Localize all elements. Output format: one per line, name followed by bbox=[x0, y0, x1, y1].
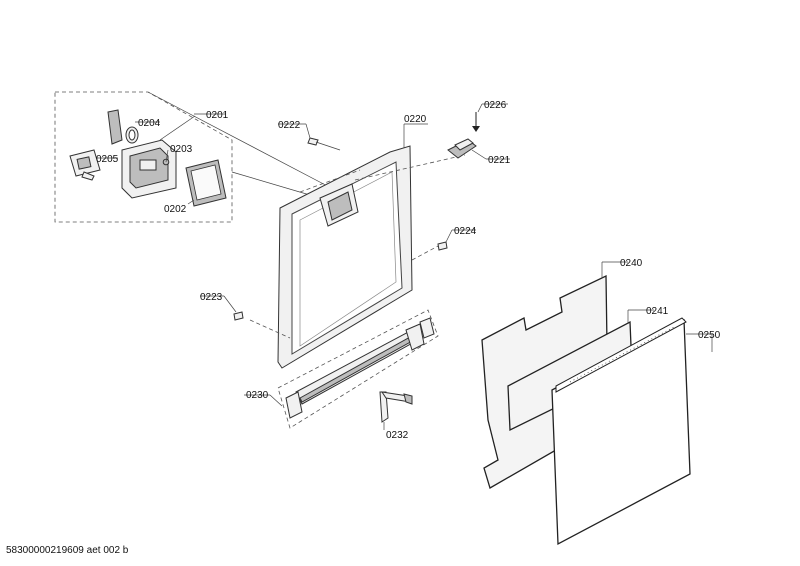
detail-inset bbox=[54, 91, 336, 223]
latch-0221 bbox=[447, 138, 477, 159]
arrow-0226 bbox=[472, 112, 480, 132]
bracket-0232 bbox=[379, 391, 413, 423]
drawing-reference-code: 58300000219609 aet 002 b bbox=[6, 545, 129, 556]
label-0226: 0226 bbox=[484, 100, 507, 111]
label-0203: 0203 bbox=[170, 144, 193, 155]
part-labels: 0201 0204 0203 0205 0202 0222 0220 0226 … bbox=[96, 100, 721, 441]
label-0232: 0232 bbox=[386, 430, 409, 441]
screw-0223 bbox=[233, 311, 244, 321]
label-0250: 0250 bbox=[698, 330, 721, 341]
label-0223: 0223 bbox=[200, 292, 223, 303]
label-0205: 0205 bbox=[96, 154, 119, 165]
label-0224: 0224 bbox=[454, 226, 477, 237]
knob-0204 bbox=[107, 109, 139, 145]
label-0240: 0240 bbox=[620, 258, 643, 269]
screw-0222 bbox=[307, 137, 341, 151]
label-0241: 0241 bbox=[646, 306, 669, 317]
label-0230: 0230 bbox=[246, 390, 269, 401]
leader-lines bbox=[96, 103, 713, 430]
inner-door-0220 bbox=[249, 145, 466, 369]
label-0204: 0204 bbox=[138, 118, 161, 129]
label-0201: 0201 bbox=[206, 110, 229, 121]
label-0222: 0222 bbox=[278, 120, 301, 131]
screw-0224 bbox=[437, 241, 448, 251]
label-0221: 0221 bbox=[488, 155, 511, 166]
label-0202: 0202 bbox=[164, 204, 187, 215]
gasket-0202 bbox=[185, 159, 227, 207]
control-module-0201 bbox=[121, 115, 196, 199]
hinge-rail-group-0230 bbox=[277, 309, 439, 429]
control-panel-0205 bbox=[69, 149, 101, 181]
outer-door-panel-0250 bbox=[551, 317, 691, 546]
label-0220: 0220 bbox=[404, 114, 427, 125]
